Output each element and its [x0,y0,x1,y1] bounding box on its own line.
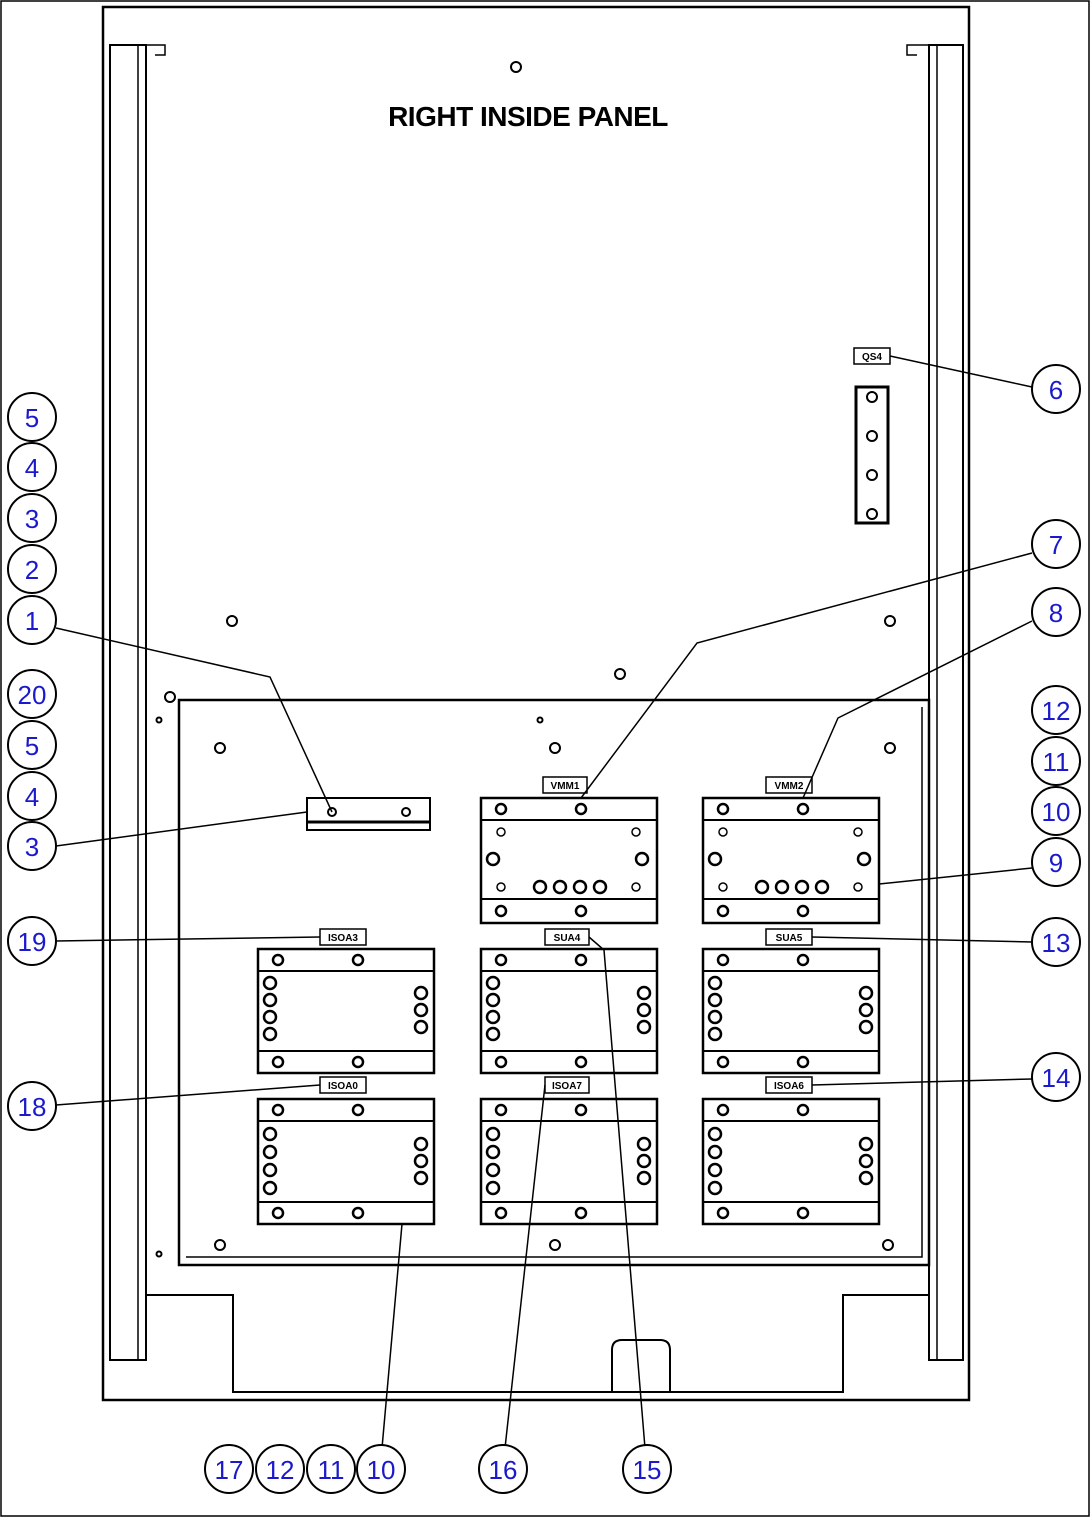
callout-left-20: 20 [7,669,57,719]
callout-left-3b: 3 [7,821,57,871]
tag-sua5: SUA5 [776,933,803,944]
callout-left-5b: 5 [7,720,57,770]
svg-text:1: 1 [25,606,39,636]
callout-bottom-12: 12 [255,1444,305,1494]
tag-isoa6: ISOA6 [774,1081,804,1092]
callouts: 5 4 3 2 1 20 5 4 3 19 18 6 7 8 12 11 10 … [7,364,1081,1494]
module-isoa6 [701,1097,881,1226]
enclosure [101,5,971,1402]
callout-right-6: 6 [1031,364,1081,414]
callout-right-14: 14 [1031,1052,1081,1102]
svg-text:11: 11 [318,1455,345,1485]
svg-text:5: 5 [25,731,39,761]
module-isoa3 [256,947,436,1075]
leader-lines [55,355,1033,1449]
panel-mount-holes [155,615,896,1258]
svg-text:5: 5 [25,403,39,433]
svg-text:3: 3 [25,832,39,862]
callout-left-1: 1 [7,595,57,645]
callout-left-2: 2 [7,544,57,594]
svg-text:14: 14 [1042,1063,1071,1093]
module-sua5 [701,947,881,1075]
svg-text:7: 7 [1049,530,1063,560]
callout-left-5: 5 [7,392,57,442]
svg-text:12: 12 [266,1455,295,1485]
svg-text:19: 19 [18,927,47,957]
svg-text:8: 8 [1049,598,1063,628]
module-vmm2: VMM2 [701,776,881,925]
sub-panel [177,698,931,1267]
svg-text:3: 3 [25,504,39,534]
svg-text:11: 11 [1043,747,1070,777]
svg-text:4: 4 [25,782,39,812]
callout-right-12: 12 [1031,685,1081,735]
svg-text:6: 6 [1049,375,1063,405]
tag-isoa0: ISOA0 [328,1081,358,1092]
tag-vmm1: VMM1 [551,781,580,792]
callout-left-4b: 4 [7,771,57,821]
tag-qs4: QS4 [862,352,882,363]
callout-left-19: 19 [7,916,57,966]
svg-text:4: 4 [25,453,39,483]
svg-text:16: 16 [489,1455,518,1485]
mounting-bracket [306,797,431,831]
module-isoa7 [479,1097,659,1226]
callout-right-8: 8 [1031,587,1081,637]
svg-text:13: 13 [1042,928,1071,958]
tag-sua4: SUA4 [554,933,581,944]
mount-hole [510,61,522,73]
svg-text:10: 10 [367,1455,396,1485]
callout-left-3: 3 [7,493,57,543]
callout-bottom-17: 17 [204,1444,254,1494]
callout-right-7: 7 [1031,519,1081,569]
svg-text:18: 18 [18,1092,47,1122]
callout-bottom-15: 15 [622,1444,672,1494]
callout-bottom-10: 10 [356,1444,406,1494]
svg-text:12: 12 [1042,696,1071,726]
module-vmm1: VMM1 [479,776,659,925]
terminal-plate-qs4: QS4 [853,347,891,525]
svg-text:20: 20 [18,680,47,710]
callout-right-10: 10 [1031,786,1081,836]
module-sua4 [479,947,659,1075]
tag-vmm2: VMM2 [775,781,804,792]
svg-text:15: 15 [633,1455,662,1485]
callout-bottom-11: 11 [306,1444,356,1494]
svg-text:10: 10 [1042,797,1071,827]
svg-text:9: 9 [1049,848,1063,878]
panel-title: RIGHT INSIDE PANEL [388,101,668,132]
module-isoa0 [256,1097,436,1226]
tag-isoa7: ISOA7 [552,1081,582,1092]
svg-text:17: 17 [215,1455,244,1485]
callout-right-13: 13 [1031,917,1081,967]
callout-left-18: 18 [7,1081,57,1131]
callout-right-9: 9 [1031,837,1081,887]
callout-bottom-16: 16 [478,1444,528,1494]
callout-right-11: 11 [1031,736,1081,786]
callout-left-4: 4 [7,442,57,492]
tag-isoa3: ISOA3 [328,933,358,944]
svg-text:2: 2 [25,555,39,585]
